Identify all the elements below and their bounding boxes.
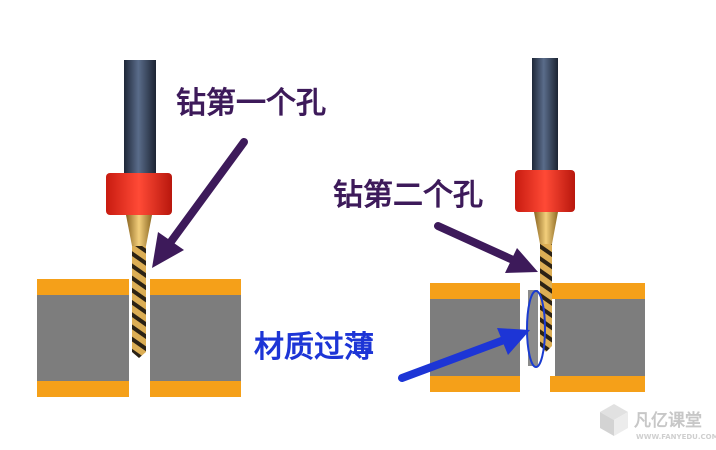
arrow-second-hole [434,222,538,273]
thin-wall-highlight-ellipse [526,290,546,368]
right-copper-bottom-right [550,376,645,392]
arrow-first-hole [152,138,248,268]
arrow-material-thin [398,328,530,382]
label-second-hole: 钻第二个孔 [333,178,483,213]
left-drill [106,60,172,358]
left-board [37,279,241,397]
right-copper-top-right [550,283,645,299]
watermark-url: WWW.FANYEDU.COM [636,433,716,441]
right-core-right [555,297,645,377]
left-core-left [37,292,129,382]
cube-logo-icon [600,404,628,436]
right-drill-collet [515,170,575,212]
right-copper-top-left [430,283,520,299]
right-drill [515,58,575,352]
left-drill-taper [126,215,152,246]
label-material-thin: 材质过薄 [254,330,374,365]
right-drill-taper [534,212,558,244]
left-copper-top-right [150,279,241,295]
right-copper-bottom-left [430,376,520,392]
right-drill-bit [540,244,552,352]
left-core-right [150,292,241,382]
watermark-brand: 凡亿课堂 [634,410,702,431]
left-drill-shank [124,60,156,178]
left-copper-bottom-left [37,381,129,397]
left-copper-top-left [37,279,129,295]
left-copper-bottom-right [150,381,241,397]
right-drill-shank [532,58,558,176]
label-first-hole: 钻第一个孔 [176,86,326,121]
right-board [430,283,645,392]
left-drill-collet [106,173,172,215]
right-thin-wall [528,290,538,366]
left-drill-bit [132,246,146,358]
watermark: 凡亿课堂 WWW.FANYEDU.COM [600,404,716,441]
